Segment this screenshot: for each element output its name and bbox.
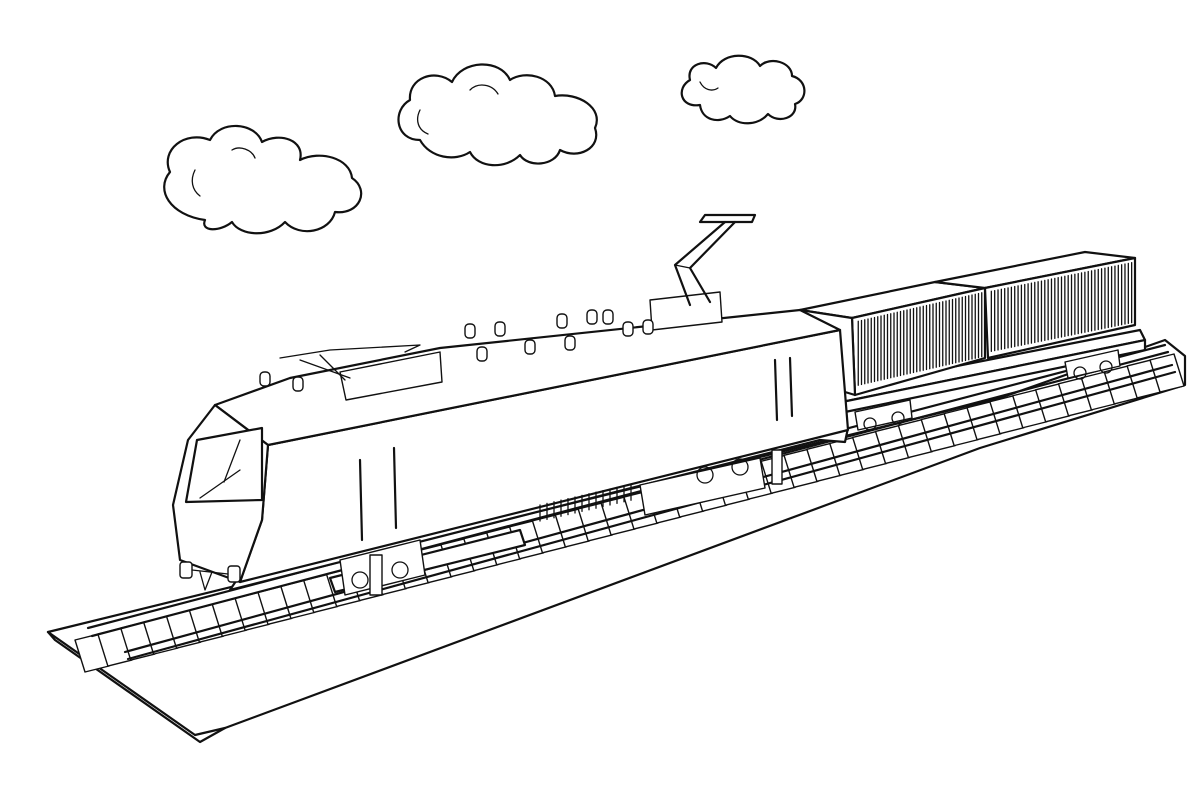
equipment-louvres — [539, 483, 632, 522]
insulator-cap — [602, 309, 614, 325]
cloud-center — [397, 63, 598, 167]
container-2-corrugation — [990, 262, 1133, 352]
insulator-cap — [586, 309, 598, 325]
container-1-corrugation — [857, 292, 983, 386]
cloud-left — [163, 124, 363, 235]
insulator-cap — [556, 313, 568, 329]
roof-insulators — [259, 309, 654, 392]
sleeper — [1149, 353, 1185, 393]
electric-locomotive — [171, 213, 850, 596]
insulator-cap — [464, 323, 476, 339]
insulator-cap — [292, 376, 304, 392]
pantograph — [673, 213, 757, 307]
shipping-container-2 — [933, 250, 1137, 360]
insulator-cap — [642, 319, 654, 335]
insulator-cap — [494, 321, 506, 337]
insulator-cap — [259, 371, 271, 387]
insulator-cap — [622, 321, 634, 337]
insulator-cap — [524, 339, 536, 355]
cloud-right — [680, 54, 806, 125]
insulator-cap — [564, 335, 576, 351]
insulator-cap — [476, 346, 488, 362]
